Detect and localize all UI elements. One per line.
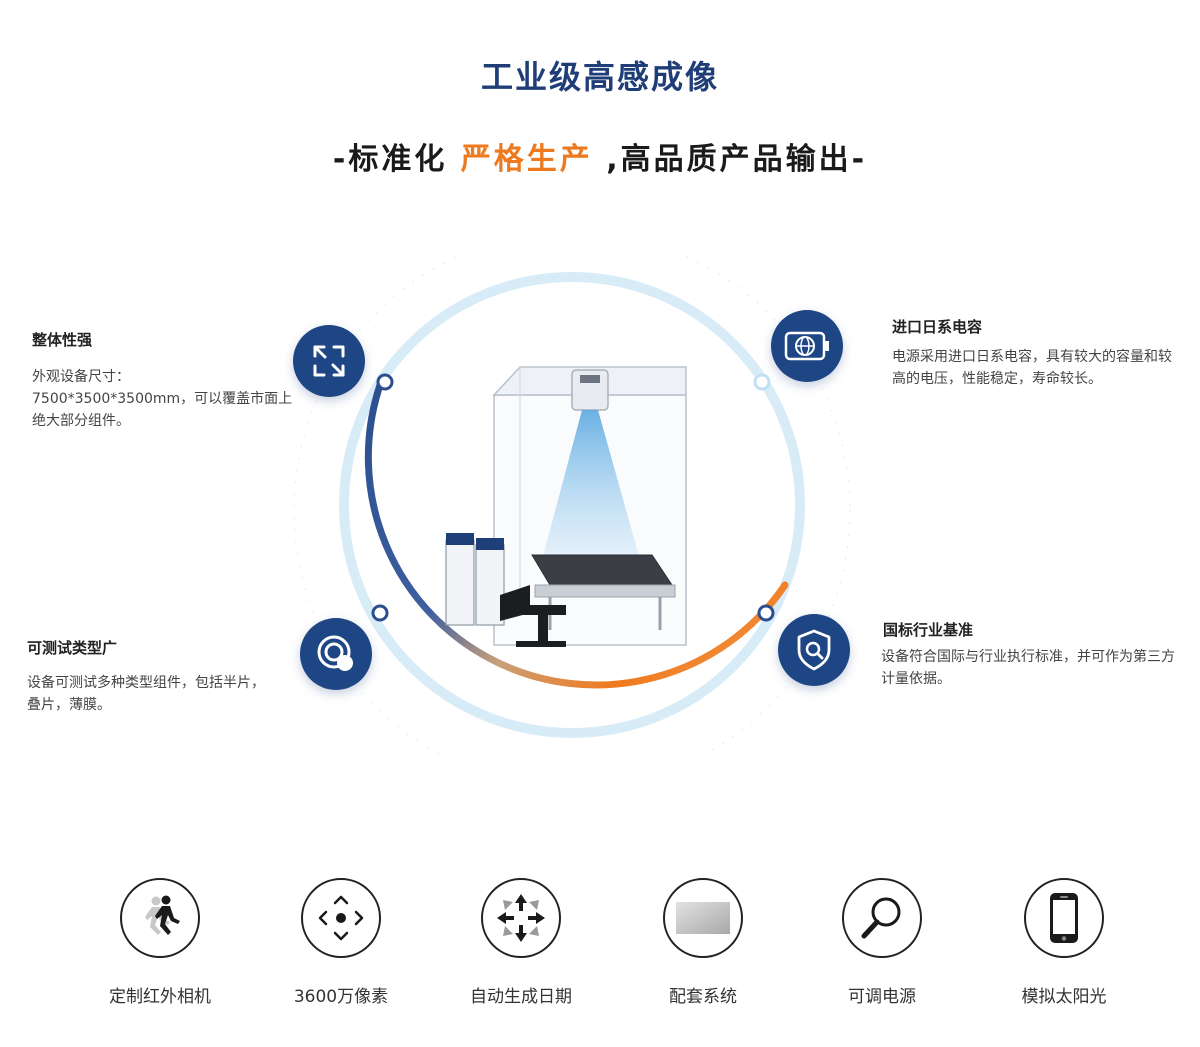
feature-desc-test-types: 设备可测试多种类型组件，包括半片，叠片，薄膜。 — [27, 675, 265, 713]
gradient-ring-arc — [364, 381, 789, 689]
connector-dot-bottom-right — [757, 604, 775, 622]
bottom-label-auto-date: 自动生成日期 — [470, 987, 572, 1007]
feature-desc-capacitor: 电源采用进口日系电容，具有较大的容量和较高的电压，性能稳定，寿命较长。 — [892, 349, 1172, 387]
subtitle-prefix: -标准化 — [332, 142, 448, 177]
bottom-label-infrared-camera: 定制红外相机 — [109, 987, 211, 1007]
bottom-label-pixels: 3600万像素 — [293, 987, 389, 1007]
bottom-label-simulated-sunlight: 模拟太阳光 — [1021, 987, 1107, 1007]
shield-search-icon — [778, 614, 850, 686]
battery-globe-icon — [771, 310, 843, 382]
feature-title-capacitor: 进口日系电容 — [892, 318, 983, 336]
phone-icon — [1024, 878, 1104, 958]
magnifier-icon — [842, 878, 922, 958]
ring-illustration — [293, 255, 851, 755]
target-touch-icon — [300, 618, 372, 690]
bottom-item-auto-date: 自动生成日期 — [436, 878, 606, 1007]
page-title: 工业级高感成像 — [480, 58, 719, 96]
page-subtitle: -标准化 严格生产 ,高品质产品输出- — [0, 134, 1200, 178]
bottom-label-adjustable-power: 可调电源 — [848, 987, 916, 1007]
bottom-item-infrared-camera: 定制红外相机 — [75, 878, 245, 1007]
feature-title-standard: 国标行业基准 — [883, 621, 974, 639]
subtitle-suffix: ,高品质产品输出- — [606, 142, 868, 177]
connector-dot-top-left — [376, 373, 394, 391]
connector-dot-top-right — [753, 373, 771, 391]
light-blue-ring — [339, 272, 805, 738]
feature-title-test-types: 可测试类型广 — [27, 639, 118, 657]
bottom-item-adjustable-power: 可调电源 — [797, 878, 967, 1007]
directional-pad-icon — [301, 878, 381, 958]
feature-desc-standard: 设备符合国际与行业执行标准，并可作为第三方计量依据。 — [881, 649, 1175, 687]
subtitle-highlight: 严格生产 — [460, 142, 593, 177]
outer-dotted-ring — [293, 255, 851, 755]
bottom-item-supporting-system: 配套系统 — [618, 878, 788, 1007]
bottom-item-simulated-sunlight: 模拟太阳光 — [979, 878, 1149, 1007]
expand-icon — [293, 325, 365, 397]
machine-illustration — [445, 366, 687, 647]
panel-icon — [663, 878, 743, 958]
bottom-item-pixels: 3600万像素 — [256, 878, 426, 1007]
feature-title-integrity: 整体性强 — [32, 331, 93, 349]
feature-desc-integrity: 外观设备尺寸： 7500*3500*3500mm，可以覆盖市面上绝大部分组件。 — [32, 369, 293, 429]
connector-dot-bottom-left — [371, 604, 389, 622]
runners-icon — [120, 878, 200, 958]
bottom-label-supporting-system: 配套系统 — [669, 987, 737, 1007]
arrows-outward-icon — [481, 878, 561, 958]
